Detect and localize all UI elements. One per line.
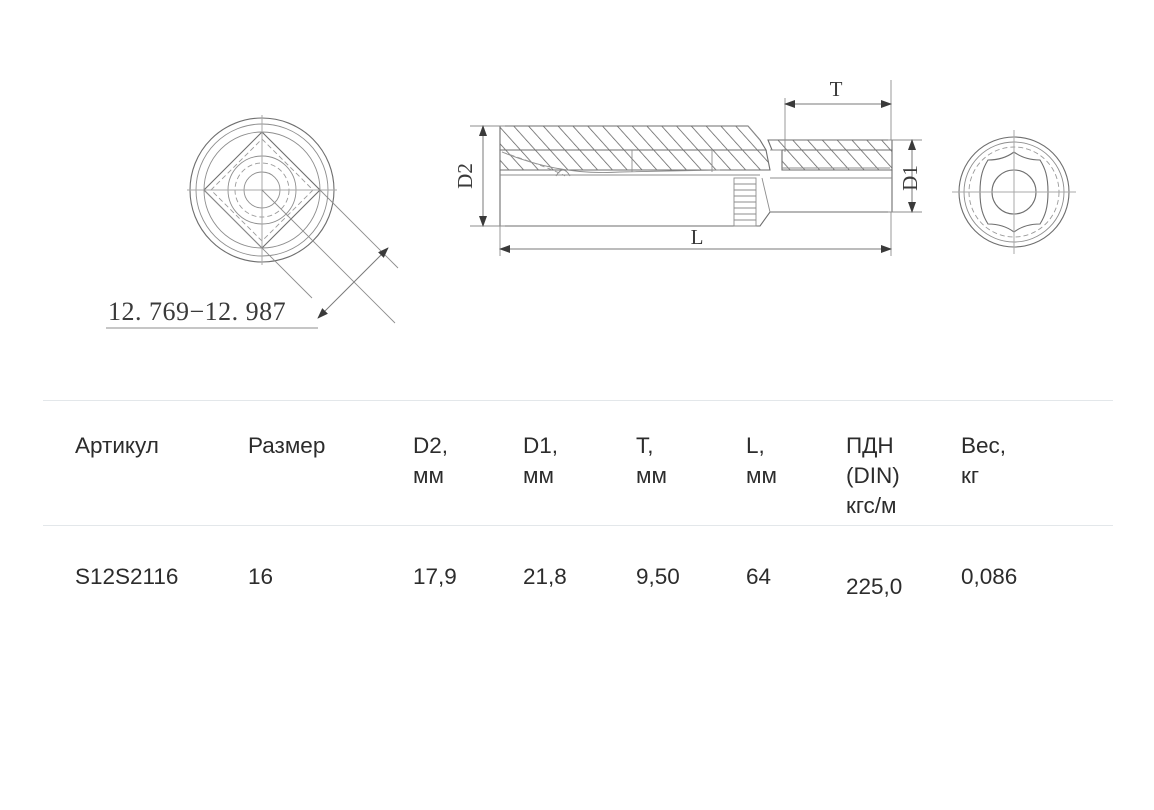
header-line-1: D2, <box>413 433 449 458</box>
technical-drawing: 12. 769−12. 987 <box>0 0 1154 390</box>
left-end-view: 12. 769−12. 987 <box>106 115 399 329</box>
column-header-pdn: ПДН (DIN) кгс/м <box>846 401 961 526</box>
spec-table-element: Артикул Размер D2, мм D1, мм T, мм <box>43 400 1113 626</box>
column-header-d1: D1, мм <box>523 401 636 526</box>
header-line-3: кгс/м <box>846 493 897 518</box>
dimension-t: T <box>784 77 892 152</box>
cell-d1: 21,8 <box>523 564 567 589</box>
header-line-1: T, <box>636 433 654 458</box>
header-line-1: Артикул <box>75 433 159 458</box>
column-header-d2: D2, мм <box>413 401 523 526</box>
dimension-label-d1: D1 <box>898 165 922 191</box>
dimension-l: L <box>499 212 892 256</box>
cell-l: 64 <box>746 564 772 589</box>
table-body: S12S2116 16 17,9 21,8 9,50 64 225,0 0,08… <box>43 526 1113 626</box>
column-header-weight: Вес, кг <box>961 401 1113 526</box>
column-header-t: T, мм <box>636 401 746 526</box>
cell-size: 16 <box>248 564 274 589</box>
header-line-2: мм <box>746 463 777 488</box>
cell-article: S12S2116 <box>75 564 179 589</box>
header-line-1: D1, <box>523 433 559 458</box>
column-header-article: Артикул <box>43 401 248 526</box>
header-line-1: L, <box>746 433 765 458</box>
table-row: S12S2116 16 17,9 21,8 9,50 64 225,0 0,08… <box>43 526 1113 626</box>
column-header-size: Размер <box>248 401 413 526</box>
drawing-canvas: 12. 769−12. 987 <box>106 77 1076 329</box>
dimension-d1: D1 <box>888 139 922 213</box>
header-line-2: (DIN) <box>846 463 900 488</box>
tolerance-leader <box>203 189 399 324</box>
table-header-row: Артикул Размер D2, мм D1, мм T, мм <box>43 400 1113 526</box>
cell-pdn: 225,0 <box>846 574 903 599</box>
cell-t: 9,50 <box>636 564 680 589</box>
header-line-2: мм <box>523 463 554 488</box>
dimension-label-d2: D2 <box>453 163 477 189</box>
header-line-2: мм <box>413 463 444 488</box>
knurl-band <box>733 177 757 227</box>
header-line-2: кг <box>961 463 980 488</box>
tolerance-text: 12. 769−12. 987 <box>108 297 286 326</box>
cell-d2: 17,9 <box>413 564 457 589</box>
right-end-view <box>952 130 1076 254</box>
cell-weight: 0,086 <box>961 564 1018 589</box>
specification-table: Артикул Размер D2, мм D1, мм T, мм <box>43 400 1113 626</box>
header-line-1: Вес, <box>961 433 1007 458</box>
dimension-label-l: L <box>691 225 704 249</box>
header-line-1: Размер <box>248 433 326 458</box>
dimension-d2: D2 <box>453 125 505 227</box>
header-line-2: мм <box>636 463 667 488</box>
table-header: Артикул Размер D2, мм D1, мм T, мм <box>43 400 1113 526</box>
dimension-label-t: T <box>830 77 843 101</box>
column-header-l: L, мм <box>746 401 846 526</box>
header-line-1: ПДН <box>846 433 894 458</box>
center-section-view: D2 D1 T L <box>453 77 922 256</box>
